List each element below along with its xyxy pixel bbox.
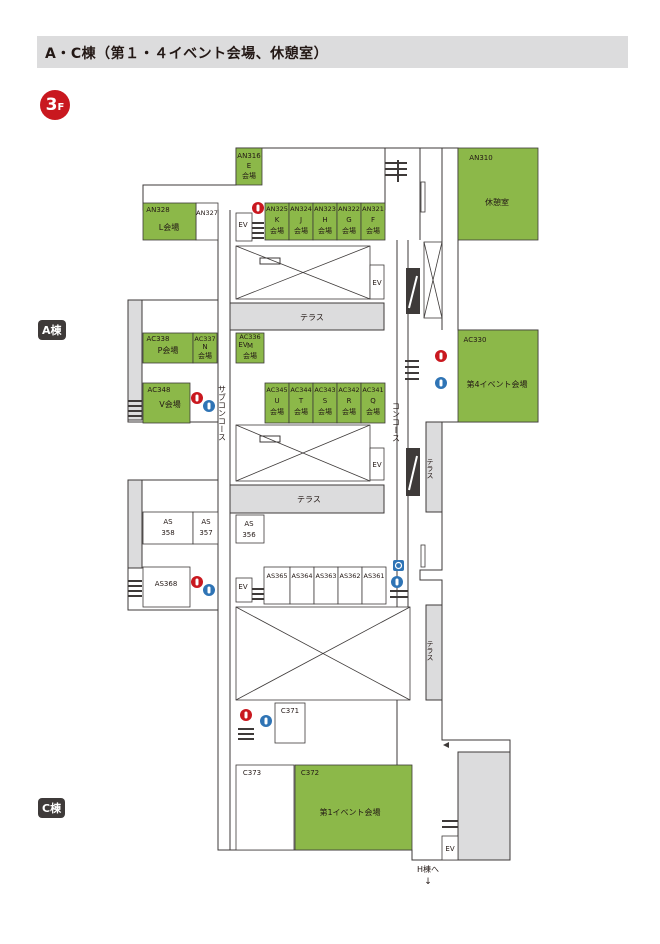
room-text: T — [298, 397, 304, 405]
room-an324: AN324 — [290, 205, 312, 213]
terrace-label-4: テラス — [426, 640, 434, 661]
concourse-label: コンコース — [392, 402, 401, 442]
room-an328: AN328 — [146, 206, 169, 214]
room-c371: C371 — [281, 707, 299, 715]
terrace-label-3: テラス — [426, 458, 434, 479]
room-text: P会場 — [158, 345, 179, 355]
room-text: 会場 — [366, 226, 380, 235]
room-text: 会場 — [342, 226, 356, 235]
room-text: 会場 — [242, 171, 256, 180]
room-text: 第1イベント会場 — [319, 807, 380, 817]
room-text: V会場 — [159, 399, 180, 409]
room-c373: C373 — [243, 769, 261, 777]
room-text: 会場 — [366, 407, 380, 416]
room-ac341: AC341 — [362, 386, 383, 394]
room-text: S — [323, 397, 328, 405]
ev-label: EV — [238, 583, 247, 591]
room-text: 357 — [199, 529, 212, 537]
room-text: H — [322, 216, 327, 224]
room-an321: AN321 — [362, 205, 384, 213]
room-as356: AS — [244, 520, 254, 528]
down-arrow-icon: ↓ — [424, 877, 432, 887]
room-an323: AN323 — [314, 205, 336, 213]
room-ac330: AC330 — [464, 336, 487, 344]
room-text: 会場 — [294, 407, 308, 416]
room-text: 休憩室 — [485, 197, 509, 207]
room-an327: AN327 — [196, 209, 218, 217]
room-as364: AS364 — [292, 572, 313, 580]
room-text: K — [275, 216, 280, 224]
room-text: 356 — [242, 531, 256, 539]
arrow-icon — [443, 742, 449, 748]
room-text: M — [247, 342, 253, 350]
room-text: L会場 — [159, 222, 179, 232]
room-text: 第4イベント会場 — [466, 379, 527, 389]
room-text: Q — [370, 397, 376, 405]
room-ac338: AC338 — [147, 335, 170, 343]
room-c372: C372 — [301, 769, 319, 777]
room-an310: AN310 — [469, 154, 492, 162]
pillar — [420, 181, 426, 213]
room-ac345: AC345 — [266, 386, 287, 394]
terraces — [127, 299, 511, 861]
section-header: A・C棟（第１・４イベント会場、休憩室） — [37, 36, 628, 68]
room-text: N — [202, 343, 207, 351]
room-ac348: AC348 — [148, 386, 171, 394]
floor-badge: 3F — [40, 90, 70, 120]
ev-label: EV — [372, 279, 381, 287]
room-text: J — [299, 216, 302, 224]
room-text: U — [274, 397, 279, 405]
escalator-icons — [406, 268, 420, 496]
pillar — [420, 544, 426, 568]
ev-label: EV — [238, 221, 247, 229]
room-text: 会場 — [270, 407, 284, 416]
room-as365: AS365 — [267, 572, 288, 580]
room-text: 会場 — [243, 351, 257, 360]
room-text: 会場 — [294, 226, 308, 235]
ev-label: EV — [372, 461, 381, 469]
room-text: E — [247, 162, 251, 170]
ev-label: EV — [445, 845, 454, 853]
room-as361: AS361 — [364, 572, 385, 580]
room-text: G — [346, 216, 351, 224]
h-building-label: H棟へ — [417, 864, 439, 874]
building-c-label: C棟 — [38, 798, 66, 818]
room-text: 358 — [161, 529, 174, 537]
room-as368: AS368 — [155, 580, 178, 588]
room-ac337: AC337 — [194, 335, 215, 343]
room-text: 会場 — [318, 226, 332, 235]
sub-concourse-label: サブコンコース — [218, 385, 227, 441]
room-text: R — [347, 397, 352, 405]
room-as362: AS362 — [340, 572, 361, 580]
accessible-icon — [393, 560, 404, 571]
terrace-label-2: テラス — [297, 495, 321, 504]
stairs — [128, 160, 458, 828]
event-rooms — [142, 147, 539, 851]
room-text: F — [371, 216, 375, 224]
room-an316: AN316 — [237, 152, 261, 160]
room-ac336: AC336 — [239, 333, 260, 341]
room-an322: AN322 — [338, 205, 360, 213]
room-ac343: AC343 — [314, 386, 335, 394]
section-title: A・C棟（第１・４イベント会場、休憩室） — [45, 46, 329, 62]
white-rooms — [142, 202, 459, 861]
room-text: 会場 — [318, 407, 332, 416]
room-text: 会場 — [270, 226, 284, 235]
room-ac344: AC344 — [290, 386, 311, 394]
building-a-label: A棟 — [38, 320, 66, 340]
room-an325: AN325 — [266, 205, 288, 213]
room-text: 会場 — [342, 407, 356, 416]
room-as357: AS — [201, 518, 211, 526]
terrace-label-1: テラス — [300, 313, 324, 322]
room-ac342: AC342 — [338, 386, 359, 394]
ev-label: EV — [238, 341, 247, 349]
room-as358: AS — [163, 518, 173, 526]
voids — [235, 241, 443, 701]
room-text: 会場 — [198, 351, 212, 360]
room-as363: AS363 — [316, 572, 337, 580]
